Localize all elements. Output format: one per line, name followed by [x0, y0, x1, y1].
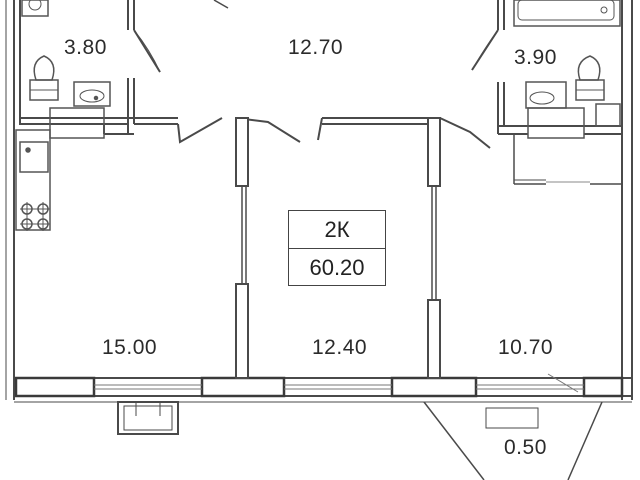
toilet-right-icon: [577, 55, 601, 81]
apartment-type: 2К: [324, 216, 350, 242]
wall-segment-1: [14, 376, 96, 398]
cabinet-right-icon: [527, 107, 585, 139]
room-area-bathroom-left: 3.80: [64, 36, 107, 59]
wall-segment-4: [582, 376, 624, 398]
room-area-bedroom-right: 10.70: [498, 336, 554, 359]
door-kitchen: [177, 117, 223, 144]
apartment-total-area: 60.20: [289, 248, 385, 286]
toilet-left-icon: [33, 55, 55, 81]
washing-machine-icon: [21, 0, 49, 17]
kitchen-sink-icon: [19, 141, 49, 173]
wall-pillar-mid-bottom: [235, 283, 249, 379]
sink-left-icon: [73, 81, 111, 107]
door-bedroom-right: [439, 117, 491, 149]
balcony-door-swing: [547, 373, 579, 393]
cabinet-left-icon: [49, 107, 105, 139]
room-area-kitchen-living: 15.00: [102, 336, 158, 359]
room-area-balcony: 0.50: [504, 436, 547, 459]
wall-pillar-mid-top: [235, 117, 249, 187]
room-area-bedroom-middle: 12.40: [312, 336, 368, 359]
balcony-right-edge-right: [567, 401, 603, 480]
room-area-hallway: 12.70: [288, 36, 344, 59]
stove-icon: [20, 202, 50, 231]
wall-pillar-right-bottom: [427, 299, 441, 379]
room-area-bathroom-right: 3.90: [514, 46, 557, 69]
balcony-right-rail: [485, 407, 539, 429]
wall-segment-2: [200, 376, 286, 398]
cabinet-right-small-icon: [595, 103, 621, 127]
apartment-info-box: 2К 60.20: [288, 210, 386, 286]
wall-pillar-right-top: [427, 117, 441, 187]
kitchen-counter: [15, 129, 51, 231]
balcony-left: [117, 401, 179, 435]
door-bath-left: [133, 29, 161, 73]
bathtub-icon: [513, 0, 621, 27]
door-bedroom-mid-right: [317, 117, 323, 141]
wall-segment-3: [390, 376, 478, 398]
balcony-right-edge-left: [423, 401, 485, 480]
